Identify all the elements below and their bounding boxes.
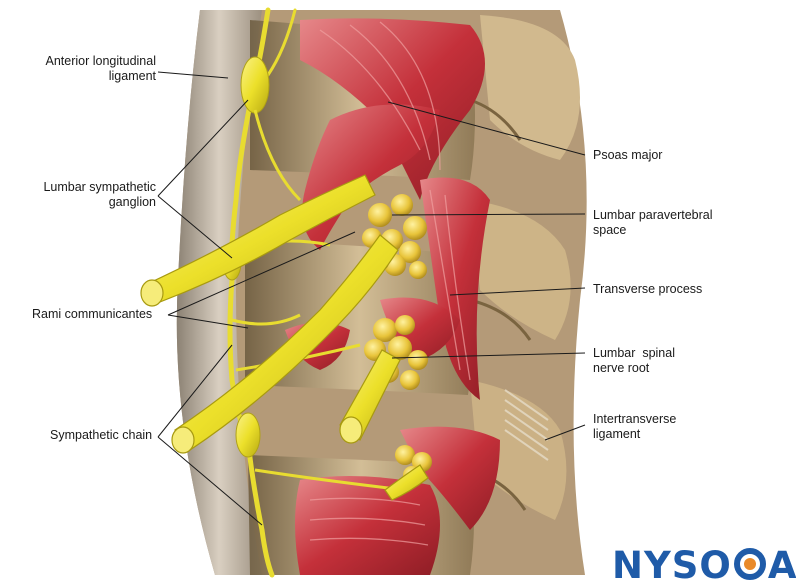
label-lumbar-spinal-nerve-root: Lumbar spinal nerve root: [593, 346, 675, 375]
paravertebral-fat-middle: [364, 315, 428, 390]
leader-lines: [157, 71, 586, 526]
label-sympathetic-chain: Sympathetic chain: [50, 428, 153, 442]
label-transverse-process: Transverse process: [593, 282, 703, 296]
label-lumbar-paravertebral-space: Lumbar paravertebral space: [593, 208, 713, 237]
label-intertransverse-ligament: Intertransverse ligament: [593, 412, 677, 441]
label-anterior-longitudinal-ligament: Anterior longitudinal ligament: [45, 54, 157, 83]
paravertebral-fat-upper: [362, 194, 427, 279]
label-rami-communicantes: Rami communicantes: [32, 307, 153, 321]
label-lumbar-sympathetic-ganglion: Lumbar sympathetic ganglion: [43, 180, 156, 209]
sympathetic-ganglia: [222, 56, 270, 458]
logo-text-left: NYSO: [612, 544, 732, 583]
logo-ring-icon: [733, 547, 767, 581]
logo-text-right: A: [767, 544, 796, 583]
label-psoas-major: Psoas major: [593, 148, 663, 162]
intertransverse-ligament-shape: [504, 389, 549, 461]
nysora-logo: NYSO A©: [612, 534, 796, 583]
spinal-nerve-cords: [140, 174, 429, 501]
